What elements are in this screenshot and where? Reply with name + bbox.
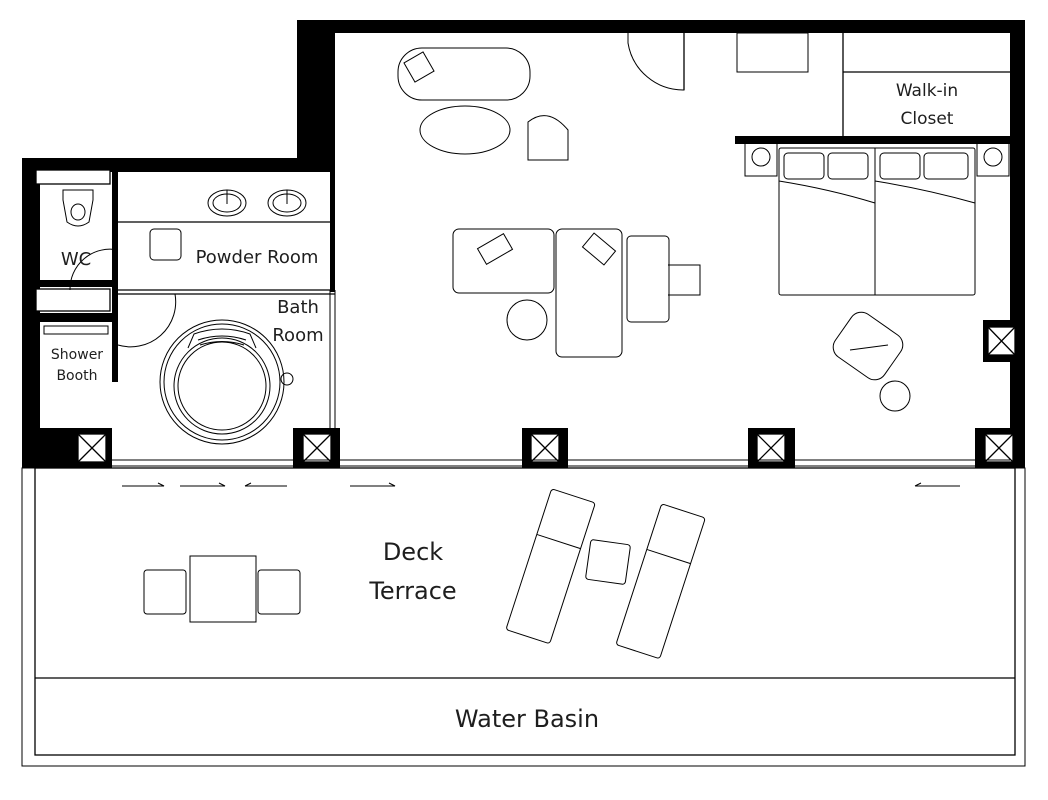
label-bath-room-2: Room bbox=[272, 325, 323, 346]
sofa-icon bbox=[397, 47, 531, 101]
sink-icon bbox=[267, 189, 307, 217]
sofa-icon bbox=[555, 228, 623, 358]
label-shower-2: Booth bbox=[56, 368, 97, 384]
dining-table-icon bbox=[189, 555, 257, 623]
door-swing-icon bbox=[627, 33, 685, 91]
sun-lounger-icon bbox=[506, 489, 596, 644]
double-bed-icon bbox=[778, 147, 976, 296]
door-swing-icon bbox=[117, 293, 177, 348]
nightstand-lamp-icon bbox=[976, 142, 1010, 177]
label-water-basin: Water Basin bbox=[455, 705, 599, 733]
living-furniture bbox=[397, 32, 1010, 412]
round-bathtub-icon bbox=[159, 319, 294, 445]
room-labels: WC Powder Room Bath Room Shower Booth Wa… bbox=[51, 81, 958, 733]
nightstand-lamp-icon bbox=[744, 142, 778, 177]
label-bath-room-1: Bath bbox=[277, 297, 319, 318]
label-powder-room: Powder Room bbox=[196, 247, 319, 268]
lounge-chair-icon bbox=[832, 311, 904, 381]
toilet-icon bbox=[62, 189, 94, 227]
sun-lounger-icon bbox=[616, 504, 706, 659]
chair-icon bbox=[143, 569, 187, 615]
label-wc: WC bbox=[61, 249, 91, 270]
sink-icon bbox=[207, 189, 247, 217]
ottoman-icon bbox=[879, 380, 911, 412]
glazing bbox=[112, 290, 1010, 487]
walls bbox=[22, 20, 1025, 468]
stool-icon bbox=[149, 228, 182, 261]
sofa-icon bbox=[452, 228, 555, 294]
chair-icon bbox=[527, 115, 569, 161]
deck-furniture bbox=[143, 489, 706, 659]
label-closet-2: Closet bbox=[901, 109, 954, 129]
desk-icon bbox=[626, 235, 670, 323]
coffee-table-icon bbox=[419, 105, 511, 155]
label-deck-2: Terrace bbox=[368, 577, 456, 605]
label-closet-1: Walk-in bbox=[896, 81, 958, 101]
chair-icon bbox=[257, 569, 301, 615]
side-table-icon bbox=[585, 539, 631, 585]
label-deck-1: Deck bbox=[383, 538, 443, 566]
bathroom-fixtures bbox=[43, 189, 335, 445]
label-shower-1: Shower bbox=[51, 347, 103, 363]
structural-columns bbox=[77, 326, 1016, 463]
door-swing-icon bbox=[69, 248, 119, 291]
side-table-icon bbox=[506, 299, 548, 341]
chair-icon bbox=[668, 264, 701, 296]
